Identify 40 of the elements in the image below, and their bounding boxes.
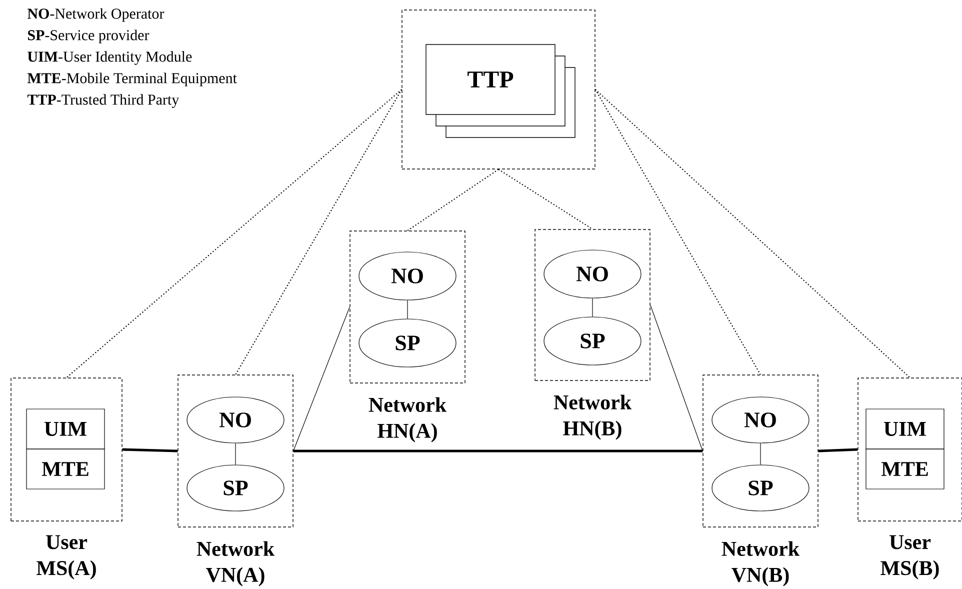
group-label: Network HN(A): [368, 397, 447, 442]
connector: [122, 448, 178, 452]
legend-text: NO-Network Operator: [28, 8, 164, 22]
legend-text: SP-Service provider: [28, 30, 150, 44]
connector: [235, 443, 236, 465]
ellipse-node: SP: [186, 464, 284, 512]
connector: [818, 448, 858, 452]
connector: [498, 168, 593, 230]
connector: [594, 89, 910, 378]
ellipse-node: NO: [544, 250, 642, 298]
group-label: User MS(B): [880, 535, 939, 580]
legend-text: UIM-User Identity Module: [28, 51, 192, 65]
ellipse-node: NO: [186, 396, 284, 444]
group-frame: [402, 10, 596, 170]
group-label: Network VN(B): [722, 541, 800, 586]
module-cell: UIM: [866, 408, 944, 450]
ellipse-node: SP: [544, 316, 642, 366]
connector: [293, 306, 350, 452]
ellipse-node: SP: [712, 464, 810, 512]
connector: [407, 168, 499, 232]
connector: [650, 304, 703, 452]
group-label: User MS(A): [36, 535, 96, 580]
connector: [760, 443, 761, 465]
module-cell: MTE: [866, 448, 944, 490]
ellipse-node: SP: [358, 318, 456, 368]
connector: [592, 298, 593, 317]
module-cell: MTE: [26, 448, 105, 490]
group-label: Network HN(B): [554, 394, 632, 440]
module-cell: UIM: [26, 408, 105, 450]
connector: [407, 300, 408, 319]
connector: [293, 450, 703, 452]
legend-text: MTE-Mobile Terminal Equipment: [27, 72, 237, 86]
ellipse-node: NO: [712, 396, 810, 444]
connector: [66, 89, 402, 378]
stacked-box: TTP: [426, 44, 576, 138]
ellipse-node: NO: [358, 252, 456, 300]
connector: [235, 89, 402, 375]
group-label: Network VN(A): [196, 541, 275, 586]
connector: [594, 89, 761, 375]
legend-text: TTP-Trusted Third Party: [27, 94, 180, 108]
